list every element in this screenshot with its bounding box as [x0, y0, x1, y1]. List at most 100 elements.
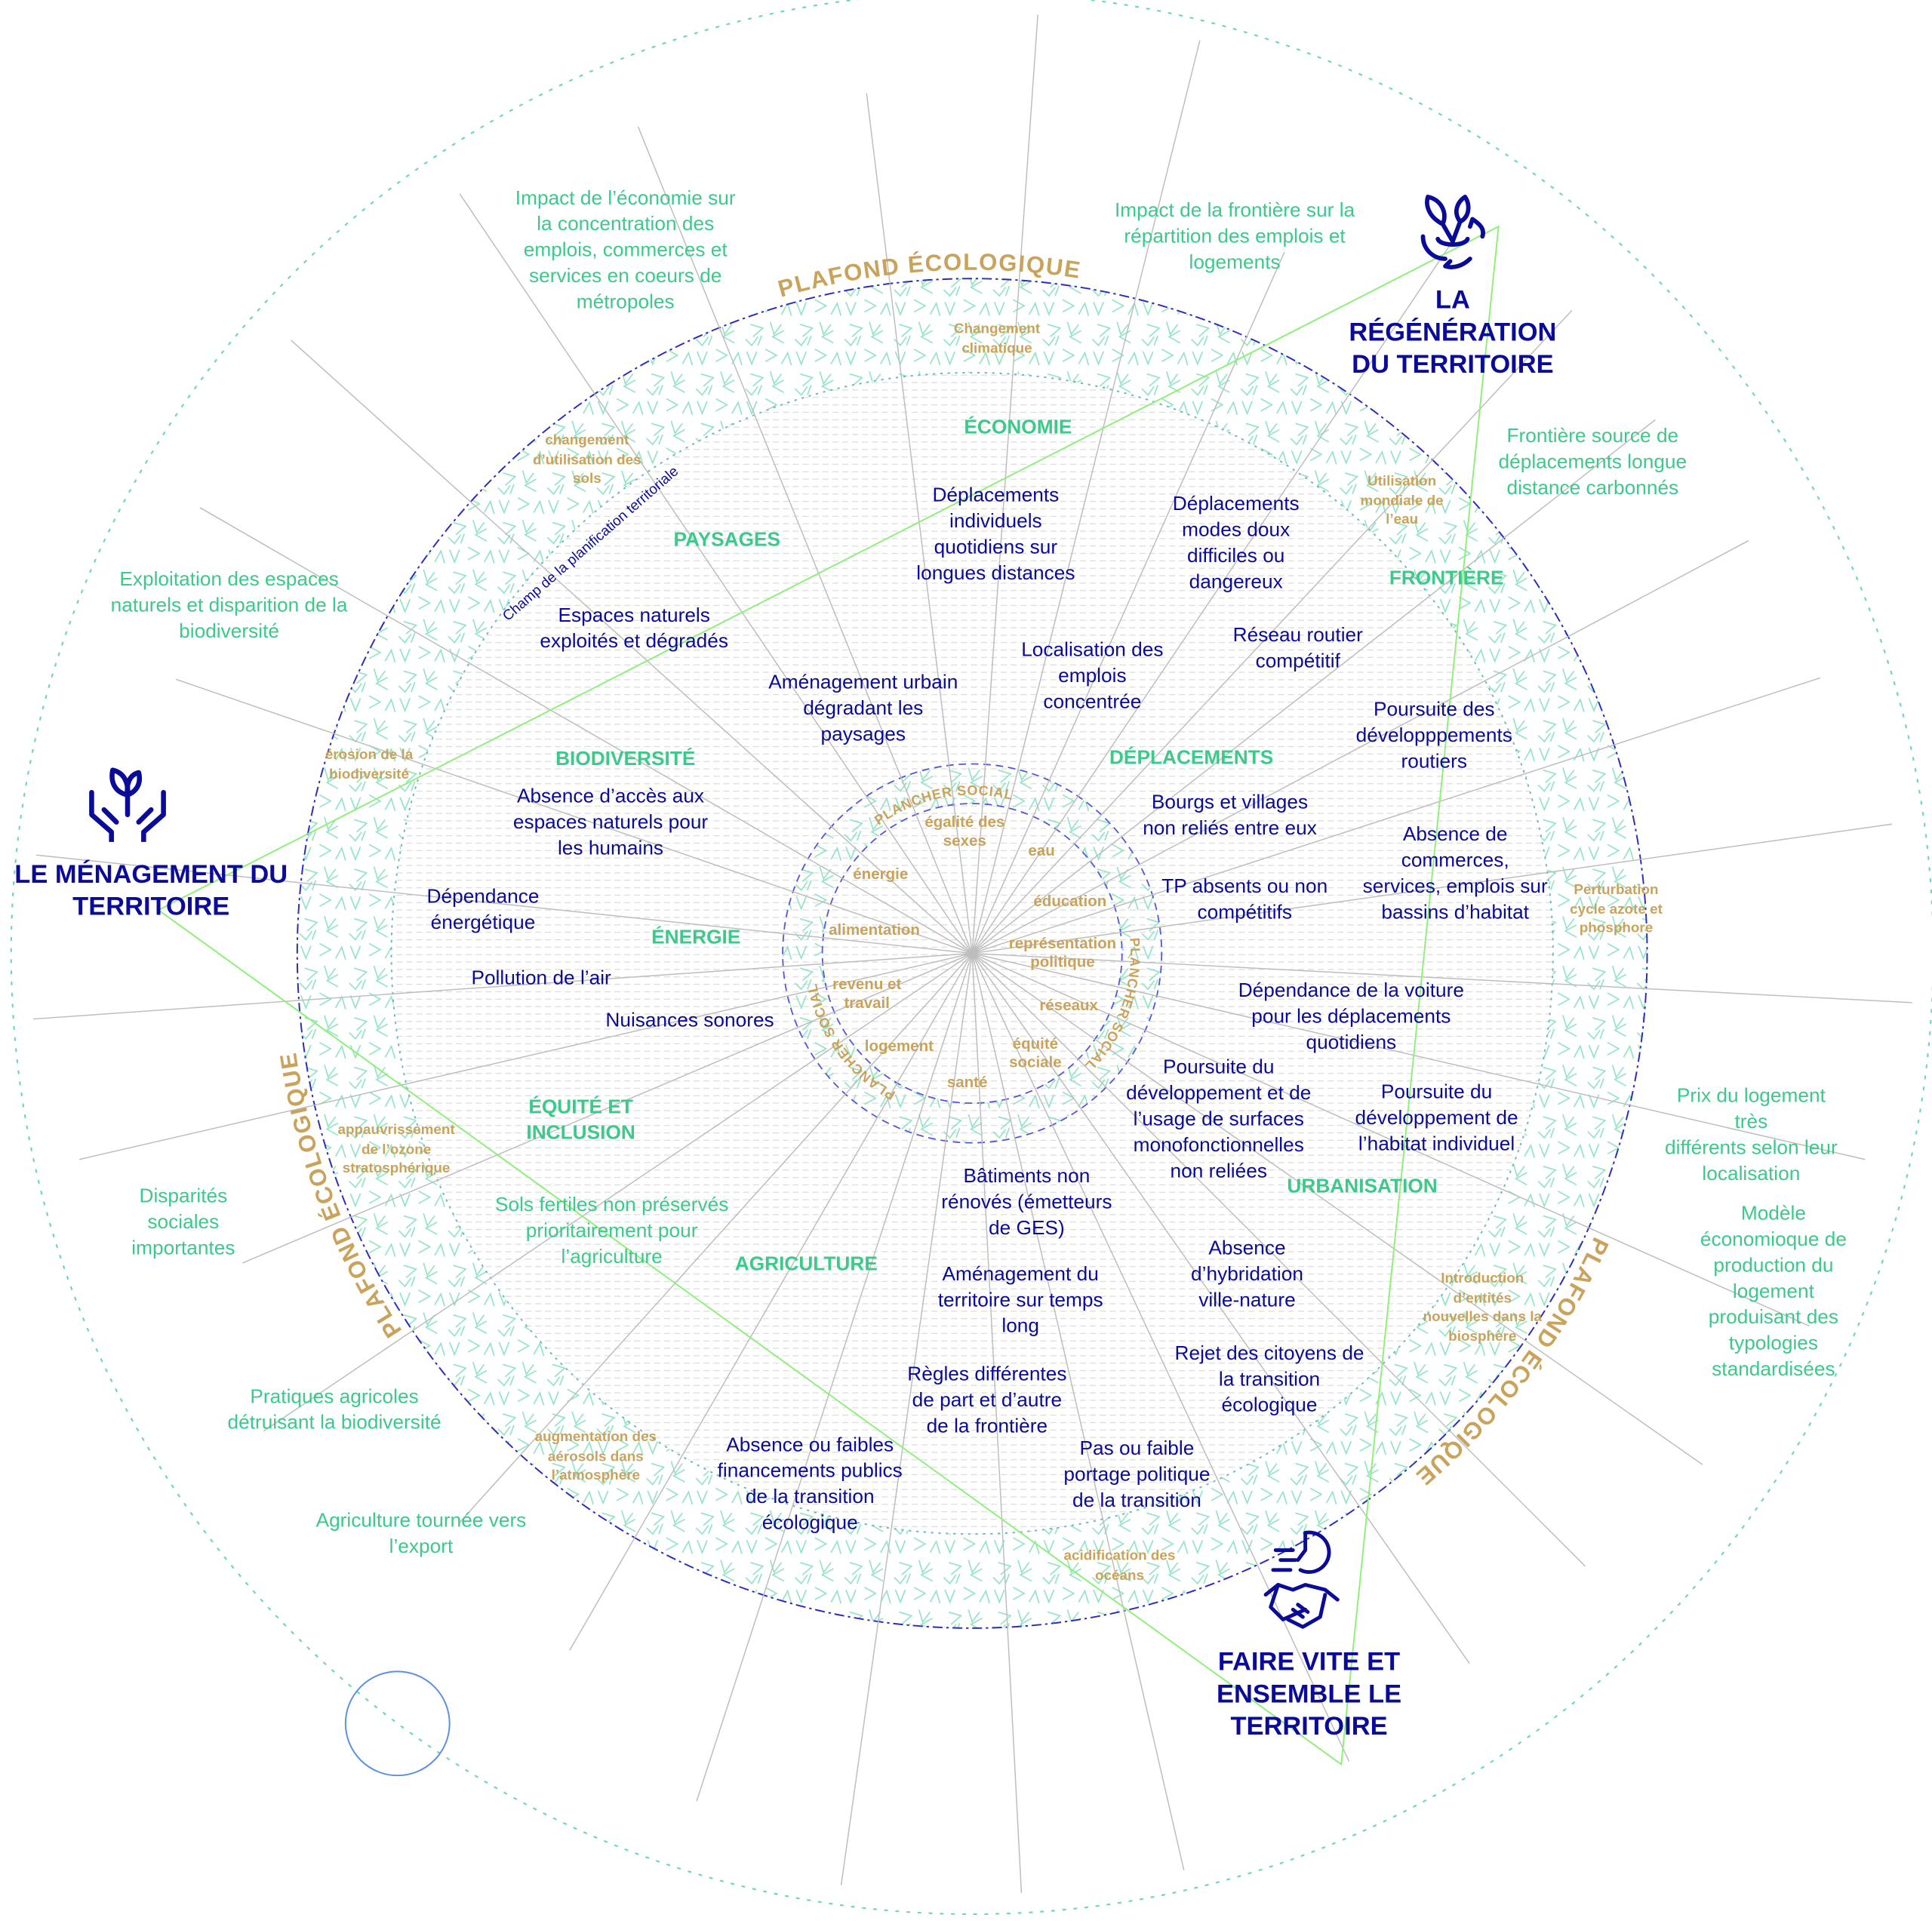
section-frontiere: FRONTIÈRE [1389, 568, 1504, 590]
spoke-line [33, 952, 973, 1020]
section-paysages: PAYSAGES [673, 530, 781, 552]
section-agriculture: AGRICULTURE [734, 1254, 878, 1276]
section-deplacements: DÉPLACEMENTS [1109, 748, 1274, 770]
spoke-line [971, 952, 1810, 1327]
handshake-clock-icon [1263, 1530, 1340, 1629]
spoke-line [637, 126, 973, 954]
impact-label: Frontière source de déplacements longue … [1498, 426, 1687, 499]
boundary-label: Utilisation mondiale de l’eau [1360, 474, 1444, 528]
social-floor-item: équité sociale [1009, 1034, 1062, 1071]
boundary-label: Perturbation cycle azote et phosphore [1570, 883, 1663, 936]
issue-label: Bâtiments non rénovés (émetteurs de GES) [941, 1166, 1112, 1240]
impact-label: Modèle économioque de production du loge… [1700, 1203, 1847, 1381]
issue-label: Absence d’hybridation ville-nature [1191, 1238, 1303, 1311]
spoke-line [971, 234, 1458, 954]
floor-inner-line [821, 803, 1123, 1105]
spoke-line [972, 952, 1912, 1003]
spoke-line [971, 953, 1185, 1870]
issue-label: Dépendance de la voiture pour les déplac… [1238, 980, 1464, 1054]
social-floor-item: éducation [1033, 893, 1107, 911]
issue-label: Localisation des emplois concentrée [1021, 640, 1164, 714]
issue-label: Absence de commerces, services, emplois … [1362, 824, 1548, 924]
spoke-line [971, 953, 1023, 1894]
ceiling-outer-line [296, 278, 1648, 1629]
spoke-line [199, 507, 973, 954]
social-floor-item: revenu et travail [832, 976, 902, 1012]
impact-label: Prix du logement très différents selon l… [1665, 1086, 1838, 1185]
social-floor-item: énergie [853, 865, 909, 884]
spoke-line [457, 953, 973, 1525]
social-floor-item: représentation politique [1008, 934, 1117, 971]
issue-label: Rejet des citoyens de la transition écol… [1174, 1343, 1364, 1417]
boundary-label: appauvrissement de l’ozone stratosphériq… [337, 1123, 455, 1176]
issue-label: Réseau routier compétitif [1232, 625, 1363, 673]
issue-label: Aménagement urbain dégradant les paysage… [768, 672, 958, 745]
issue-label: Déplacements individuels quotidiens sur … [916, 485, 1075, 585]
spoke-line [971, 14, 1038, 954]
issue-label: Aménagement du territoire sur temps long [937, 1264, 1103, 1338]
spoke-line [242, 952, 973, 1264]
boundary-label: Introduction d’entités nouvelles dans la… [1423, 1271, 1542, 1345]
spoke-line [840, 953, 973, 1885]
issue-label: Absence ou faibles financements publics … [717, 1434, 903, 1535]
social-floor-item: réseaux [1039, 997, 1098, 1014]
boundary-label: Changement climatique [953, 321, 1041, 356]
issue-label: Absence d’accès aux espaces naturels pou… [512, 786, 709, 859]
issue-label: TP absents ou non compétitifs [1161, 876, 1328, 924]
plant-cycle-icon [1420, 195, 1485, 269]
issue-label: Bourgs et villages non reliés entre eux [1143, 792, 1317, 840]
spoke-line [971, 952, 1703, 1465]
spoke-line [971, 40, 1201, 954]
spoke-line [971, 539, 1749, 954]
issue-label: Poursuite du développement et de l’usage… [1126, 1057, 1312, 1183]
boundary-label: changement d’utilisation des sols [533, 433, 641, 487]
small-circle-marker [344, 1670, 451, 1777]
spoke-line [459, 193, 973, 954]
issue-label: Poursuite des développpements routiers [1355, 699, 1512, 773]
issue-label: Poursuite du développement de l’habitat … [1355, 1082, 1518, 1156]
section-biodiversite: BIODIVERSITÉ [555, 748, 696, 770]
issue-label: Pollution de l’air [471, 968, 611, 990]
spokes [33, 14, 1912, 1894]
title-regeneration: LA RÉGÉNÉRATION DU TERRITOIRE [1349, 286, 1557, 380]
section-urbanisation: URBANISATION [1287, 1176, 1438, 1197]
spoke-line [971, 677, 1821, 954]
impact-label: Pratiques agricoles détruisant la biodiv… [227, 1386, 441, 1434]
impact-label: Impact de l’économie sur la concentratio… [515, 188, 736, 314]
spoke-line [971, 953, 1350, 1762]
social-floor-item: eau [1028, 841, 1055, 859]
boundary-label: érosion de la biodiversité [325, 748, 414, 782]
issue-label: Nuisances sonores [605, 1010, 774, 1031]
impact-label: Sols fertiles non préservés prioritairem… [494, 1194, 729, 1268]
social-floor-item: logement [864, 1037, 934, 1056]
spoke-line [971, 953, 1586, 1567]
ceiling-inner-line [390, 371, 1554, 1535]
issue-label: Espaces naturels exploités et dégradés [540, 605, 728, 653]
spoke-line [971, 309, 1573, 954]
spoke-line [972, 952, 1866, 1160]
spoke-line [972, 823, 1893, 954]
spoke-line [291, 340, 973, 954]
title-menagement: LE MÉNAGEMENT DU TERRITOIRE [14, 860, 288, 921]
spoke-line [263, 952, 973, 1432]
impact-label: Disparités sociales importantes [131, 1186, 235, 1259]
impact-label: Exploitation des espaces naturels et dis… [110, 569, 348, 643]
section-economie: ÉCONOMIE [964, 417, 1072, 438]
issue-label: Dépendance énergétique [426, 886, 540, 934]
impact-label: Impact de la frontière sur la répartitio… [1115, 200, 1355, 274]
title-faire-vite: FAIRE VITE ET ENSEMBLE LE TERRITOIRE [1216, 1648, 1402, 1741]
boundary-label: acidification des océans [1063, 1548, 1176, 1584]
social-floor-item: alimentation [829, 920, 920, 939]
planning-triangle [157, 225, 1500, 1766]
spoke-line [971, 953, 1470, 1664]
spoke-line [569, 953, 973, 1651]
spoke-line [78, 952, 973, 1160]
spoke-line [175, 678, 973, 954]
issue-label: Pas ou faible portage politique de la tr… [1063, 1438, 1211, 1512]
social-floor-item: santé [946, 1073, 988, 1091]
spoke-line [866, 93, 973, 954]
floor-outer-line [782, 763, 1163, 1144]
impact-label: Agriculture tournée vers l’export [315, 1511, 527, 1558]
